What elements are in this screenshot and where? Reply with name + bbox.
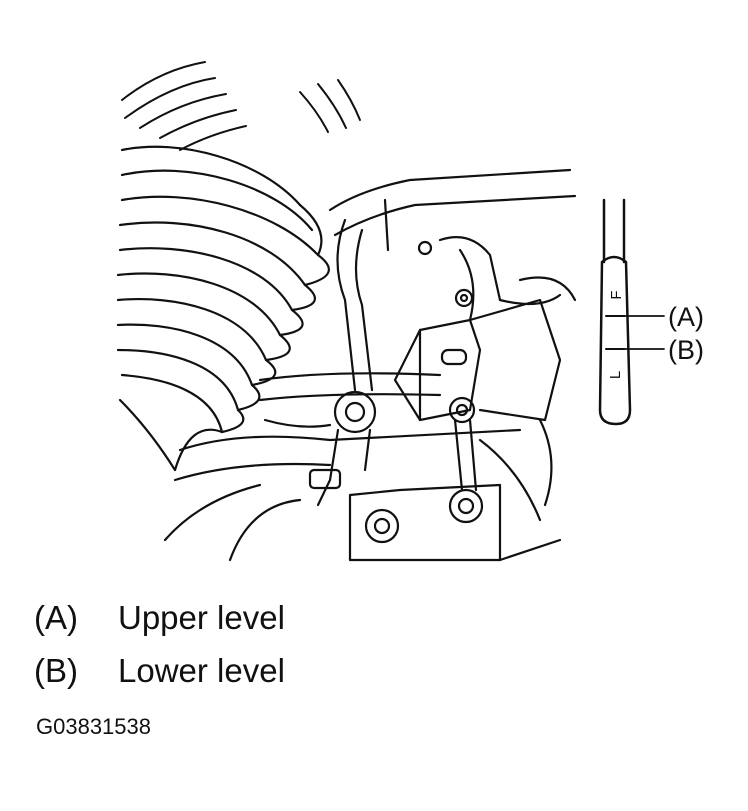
- dipstick-mark-low: L: [607, 371, 624, 379]
- intake-hose: [116, 145, 330, 472]
- dipstick: F L: [598, 198, 665, 426]
- bolt-4: [448, 488, 484, 524]
- linkage: [308, 418, 502, 562]
- callout-b: (B): [668, 335, 704, 365]
- bolt-5: [454, 288, 474, 308]
- legend-row-a: (A) Upper level: [34, 601, 285, 634]
- bolt-6: [417, 240, 433, 256]
- bolt-2: [448, 396, 476, 424]
- figure-id: G03831538: [36, 714, 151, 739]
- bolt-1: [333, 390, 377, 434]
- legend-text-a: Upper level: [118, 599, 285, 636]
- legend-text-b: Lower level: [118, 652, 285, 689]
- legend-row-b: (B) Lower level: [34, 654, 285, 687]
- callout-a: (A): [668, 302, 704, 332]
- hatch-lines: [121, 61, 361, 151]
- legend-key-b: (B): [34, 652, 78, 689]
- engine-illustration: F L: [116, 61, 665, 562]
- bolt-3: [364, 508, 400, 544]
- dipstick-blade: [598, 255, 632, 426]
- dipstick-mark-full: F: [608, 290, 625, 299]
- pipes: [163, 168, 577, 562]
- legend-key-a: (A): [34, 599, 78, 636]
- bolts: [333, 240, 484, 544]
- bracket: [393, 236, 577, 507]
